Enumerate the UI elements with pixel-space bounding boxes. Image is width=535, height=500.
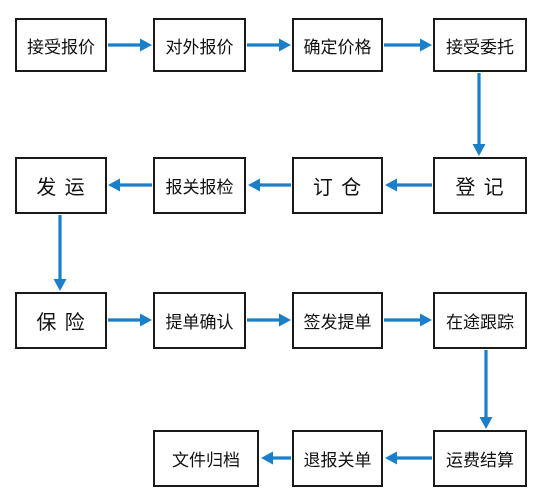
step-freight-settlement: 运费结算 — [433, 430, 527, 487]
step-insurance: 保 险 — [15, 292, 107, 349]
step-book-space: 订 仓 — [292, 157, 383, 214]
step-register: 登 记 — [433, 157, 527, 214]
flow-arrow-5 — [385, 178, 432, 192]
step-shipment: 发 运 — [15, 157, 107, 214]
flow-arrow-2 — [247, 38, 291, 52]
flow-arrow-1 — [108, 38, 152, 52]
step-customs-inspection: 报关报检 — [153, 157, 246, 214]
flow-arrow-12 — [479, 350, 493, 429]
flow-arrow-9 — [108, 313, 152, 327]
flow-arrow-3 — [384, 38, 432, 52]
flow-arrow-8 — [53, 215, 67, 291]
step-accept-entrust: 接受委托 — [433, 18, 527, 72]
flow-arrow-11 — [384, 313, 432, 327]
flow-arrow-7 — [108, 178, 152, 192]
flow-arrow-10 — [247, 313, 291, 327]
step-bl-confirm: 提单确认 — [153, 292, 246, 349]
step-return-customs-doc: 退报关单 — [292, 430, 383, 487]
flow-arrow-4 — [472, 73, 486, 156]
flow-arrow-6 — [248, 178, 291, 192]
flow-arrow-13 — [385, 451, 432, 465]
step-in-transit-tracking: 在途跟踪 — [433, 292, 527, 349]
step-external-quote: 对外报价 — [153, 18, 246, 72]
step-issue-bl: 签发提单 — [292, 292, 383, 349]
flow-arrow-14 — [261, 451, 291, 465]
step-file-archive: 文件归档 — [153, 430, 259, 487]
step-confirm-price: 确定价格 — [292, 18, 383, 72]
step-accept-quote: 接受报价 — [15, 18, 107, 72]
